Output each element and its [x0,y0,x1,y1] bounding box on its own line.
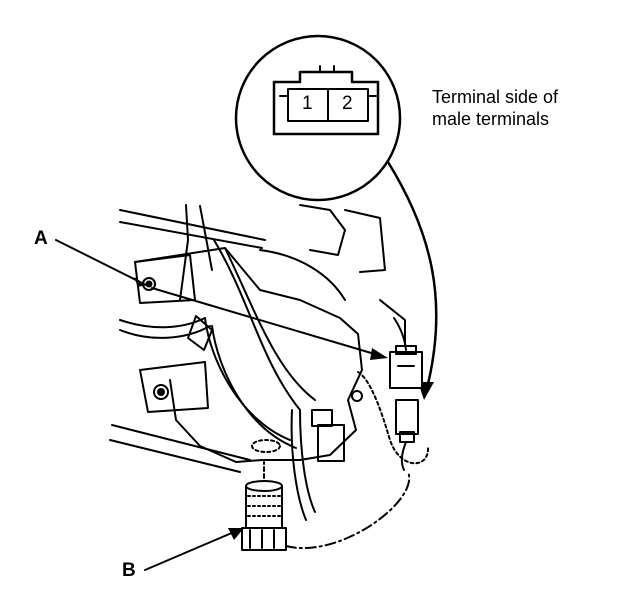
leader-line-a [55,239,147,286]
detail-arrow [386,160,438,394]
terminal-note-line1: Terminal side of [432,87,559,107]
pin-1-label: 1 [302,93,313,114]
callout-b-label: B [122,560,136,581]
harness-connector [357,317,430,471]
pin-2-label: 2 [342,93,353,114]
terminal-note-line2: male terminals [432,109,550,129]
callout-a-label: A [34,228,48,249]
terminal-note: Terminal side of male terminals [432,86,558,130]
engine-bracket [109,204,406,521]
connector-housing [272,70,380,136]
sensor-b [241,461,411,551]
leader-line-a-connector [151,287,379,356]
leader-line-b [144,531,235,571]
connector-detail-circle [234,34,402,202]
